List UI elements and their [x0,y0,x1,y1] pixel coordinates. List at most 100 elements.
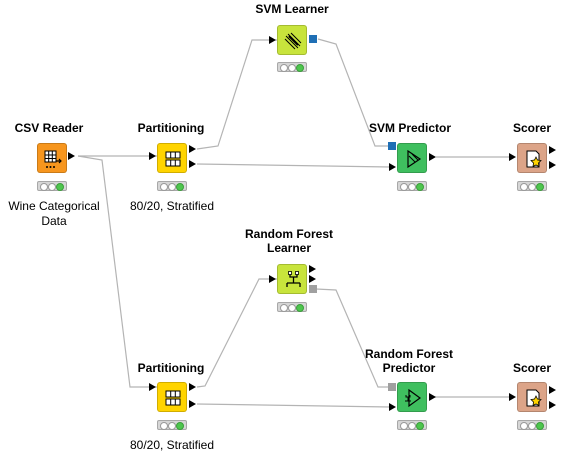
scorer-bottom-status [517,420,547,430]
partitioning-top-input-port[interactable] [149,152,156,160]
status-light-green [56,183,64,191]
partition-icon [165,390,181,406]
edge-reader-to-partitioning-bottom [77,155,158,388]
csv-reader-output-port[interactable] [68,152,75,160]
partitioning-bottom-input-port[interactable] [149,383,156,391]
edge-svm-learner-to-svm-predictor [317,38,391,147]
partitioning-bottom-node[interactable] [157,382,187,412]
rf-predictor-node[interactable] [397,382,427,412]
status-light-yellow [48,183,56,191]
rf-learner-status [277,302,307,312]
svm-learner-node[interactable] [277,25,307,55]
svm-learner-input-port[interactable] [269,36,276,44]
edge-partitioning-top-to-svm-predictor [196,163,392,168]
scorer-bottom-node[interactable] [517,382,547,412]
partitioning-bottom-output-port-1[interactable] [189,383,196,391]
scorer-bottom-output-port-2[interactable] [549,401,556,409]
partitioning-bottom-annotation: 80/20, Stratified [129,438,215,452]
partitioning-top-output-port-2[interactable] [189,160,196,168]
csv-reader-status [37,181,67,191]
partitioning-bottom-output-port-2[interactable] [189,400,196,408]
scorer-bottom-input-port[interactable] [509,393,516,401]
rf-learner-model-output-port[interactable] [309,285,317,293]
status-light-yellow [408,183,416,191]
svm-learner-model-output-port[interactable] [309,35,317,43]
scorer-top-output-port-1[interactable] [549,146,556,154]
status-light-yellow [528,422,536,430]
status-light-green [176,422,184,430]
status-light-red [160,422,168,430]
svm-learner-icon [284,32,302,50]
status-light-red [40,183,48,191]
svm-learner-title: SVM Learner [255,2,329,16]
table-read-icon [44,150,62,168]
rf-predictor-model-input-port[interactable] [388,383,396,391]
rf-predictor-title-line2: Predictor [382,361,436,375]
status-light-yellow [408,422,416,430]
rf-learner-output-port-1[interactable] [309,265,316,273]
scorer-icon [526,150,542,168]
status-light-green [536,422,544,430]
svm-predictor-output-port[interactable] [429,153,436,161]
svm-predictor-node[interactable] [397,143,427,173]
status-light-green [416,422,424,430]
scorer-bottom-title: Scorer [512,361,552,375]
rf-learner-title-line2: Learner [266,241,312,255]
status-light-red [280,64,288,72]
scorer-top-output-port-2[interactable] [549,161,556,169]
rf-predictor-title-line1: Random Forest [364,347,453,361]
csv-reader-title: CSV Reader [14,121,84,135]
svm-predictor-model-input-port[interactable] [388,142,396,150]
status-light-green [296,64,304,72]
scorer-icon [526,389,542,407]
rf-learner-output-port-2[interactable] [309,275,316,283]
edge-partitioning-top-to-svm-learner [196,39,278,150]
rf-predictor-output-port[interactable] [429,393,436,401]
status-light-yellow [288,304,296,312]
partitioning-top-annotation: 80/20, Stratified [129,199,215,213]
scorer-bottom-output-port-1[interactable] [549,386,556,394]
scorer-top-input-port[interactable] [509,153,516,161]
edge-partitioning-bottom-to-rf-predictor [196,403,392,408]
svm-predictor-data-input-port[interactable] [389,163,396,171]
partitioning-top-title: Partitioning [137,121,205,135]
predictor-icon [405,388,422,408]
status-light-yellow [288,64,296,72]
status-light-red [280,304,288,312]
rf-predictor-status [397,420,427,430]
rf-learner-node[interactable] [277,264,307,294]
status-light-yellow [168,422,176,430]
partitioning-bottom-title: Partitioning [137,361,205,375]
csv-reader-annotation-line2: Data [41,214,67,228]
status-light-green [176,183,184,191]
partitioning-bottom-status [157,420,187,430]
scorer-top-node[interactable] [517,143,547,173]
status-light-green [536,183,544,191]
svm-predictor-title: SVM Predictor [368,121,452,135]
scorer-top-title: Scorer [512,121,552,135]
partitioning-top-node[interactable] [157,143,187,173]
svm-predictor-status [397,181,427,191]
status-light-red [520,183,528,191]
svm-learner-status [277,62,307,72]
scorer-top-status [517,181,547,191]
edge-partitioning-bottom-to-rf-learner [196,278,278,388]
rf-predictor-data-input-port[interactable] [389,403,396,411]
status-light-yellow [528,183,536,191]
rf-learner-input-port[interactable] [269,275,276,283]
status-light-green [416,183,424,191]
status-light-red [520,422,528,430]
edge-rf-learner-to-rf-predictor [315,288,391,388]
rf-learner-title-line1: Random Forest [244,227,333,241]
status-light-red [400,183,408,191]
predictor-icon [407,149,422,169]
status-light-green [296,304,304,312]
status-light-yellow [168,183,176,191]
tree-ensemble-icon [286,271,301,287]
partitioning-top-status [157,181,187,191]
csv-reader-annotation-line1: Wine Categorical [8,199,100,213]
partitioning-top-output-port-1[interactable] [189,145,196,153]
csv-reader-node[interactable] [37,143,67,173]
